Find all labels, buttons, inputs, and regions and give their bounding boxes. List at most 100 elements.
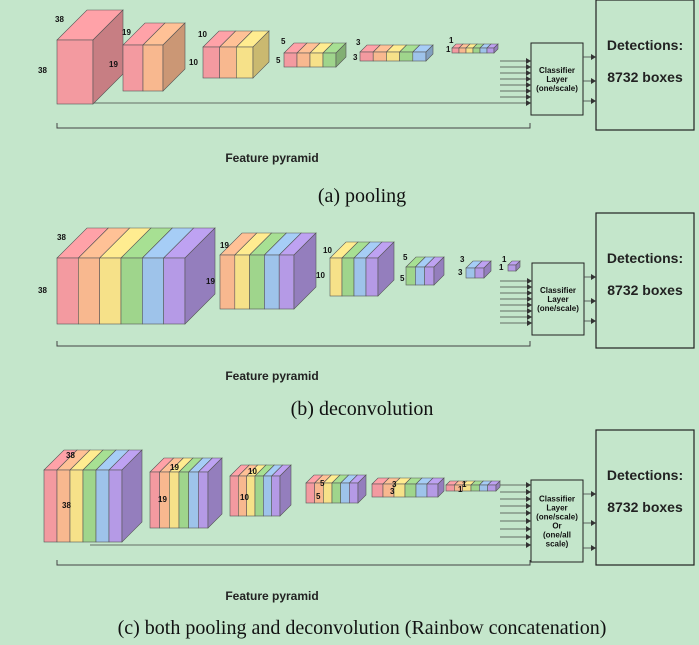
arrow-head: [526, 496, 531, 502]
block-slab-front: [283, 52, 298, 68]
arrow-head: [526, 76, 531, 82]
classifier-box: [531, 262, 585, 336]
feature-map-5: [283, 42, 347, 68]
size-label-top: 19: [170, 463, 179, 472]
block-slab-front: [465, 47, 474, 54]
feature-map-3: [371, 477, 445, 498]
feature-map-1: [507, 260, 521, 272]
block-slab-front: [108, 469, 123, 543]
block-slab-front: [353, 257, 367, 297]
arrow-head: [591, 298, 596, 304]
arrow-head: [526, 100, 531, 106]
size-label-side: 38: [62, 501, 71, 510]
block-side-face: [515, 260, 521, 272]
block-slab-front: [415, 266, 425, 286]
block-slab-front: [349, 482, 359, 504]
block-slab-front: [69, 469, 84, 543]
detections-count: 8732 boxes: [607, 282, 683, 298]
panel-caption: (b) deconvolution: [291, 398, 434, 420]
detections-box: [595, 0, 695, 131]
block-side-face: [121, 449, 143, 543]
classifier-label: (one/scale): [537, 304, 579, 313]
block-slab-front: [229, 475, 239, 517]
block-side-face: [493, 43, 499, 54]
classifier-label: (one/scale): [536, 513, 578, 522]
size-label-top: 5: [403, 253, 408, 262]
classifier-label: scale): [546, 540, 569, 549]
block-side-face: [279, 464, 292, 517]
size-label-top: 10: [248, 467, 257, 476]
block-slab-front: [236, 46, 254, 79]
size-label-side: 3: [353, 53, 358, 62]
size-label-side: 10: [316, 271, 325, 280]
block-slab-front: [120, 257, 143, 325]
arrow-head: [591, 318, 596, 324]
feature-map-38: [43, 449, 143, 543]
block-side-face: [425, 44, 434, 62]
arrow-head: [527, 308, 532, 314]
block-slab-front: [263, 475, 272, 517]
block-slab-front: [309, 52, 324, 68]
arrow-head: [526, 510, 531, 516]
classifier-label: Layer: [546, 75, 567, 84]
block-slab-front: [424, 266, 435, 286]
size-label-side: 5: [276, 56, 281, 65]
block-side-face: [207, 457, 223, 529]
block-slab-front: [178, 471, 189, 529]
pyramid-brace: [56, 123, 531, 129]
block-slab-front: [219, 254, 236, 310]
block-slab-front: [426, 483, 439, 498]
size-label-side: 3: [390, 487, 395, 496]
block-slab-front: [404, 483, 417, 498]
classifier-label: Classifier: [540, 286, 576, 295]
arrow-head: [527, 278, 532, 284]
size-label-top: 38: [57, 233, 66, 242]
arrow-head: [526, 526, 531, 532]
size-label-side: 38: [38, 66, 47, 75]
block-slab-front: [486, 47, 495, 54]
size-label-side: 19: [109, 60, 118, 69]
block-slab-front: [278, 254, 295, 310]
block-slab-front: [264, 254, 280, 310]
feature-map-19: [219, 232, 317, 310]
size-label-side: 10: [189, 58, 198, 67]
classifier-label: (one/scale): [536, 84, 578, 93]
block-slab-front: [474, 267, 485, 279]
block-slab-front: [331, 482, 341, 504]
block-slab-front: [142, 44, 164, 92]
detections-box: [595, 429, 695, 566]
block-side-face: [162, 22, 186, 92]
size-label-side: 5: [316, 492, 321, 501]
detections-count: 8732 boxes: [607, 69, 683, 85]
size-label-side: 38: [38, 286, 47, 295]
block-side-face: [252, 30, 270, 79]
block-slab-front: [371, 483, 384, 498]
size-label-side: 1: [458, 485, 463, 494]
arrow-head: [591, 545, 596, 551]
block-slab-front: [198, 471, 209, 529]
panel-caption: (a) pooling: [318, 185, 406, 207]
block-slab-front: [341, 257, 355, 297]
block-slab-front: [219, 46, 237, 79]
block-slab-front: [399, 51, 414, 62]
block-side-face: [437, 477, 445, 498]
size-label-top: 5: [281, 37, 286, 46]
size-label-top: 1: [449, 36, 454, 45]
arrow-head: [527, 314, 532, 320]
arrow-head: [526, 542, 531, 548]
classifier-label: Classifier: [539, 66, 575, 75]
detections-title: Detections:: [607, 467, 683, 483]
block-slab-front: [365, 257, 379, 297]
size-label-top: 38: [66, 451, 75, 460]
block-slab-front: [329, 257, 343, 297]
pyramid-brace: [56, 560, 531, 566]
size-label-side: 10: [240, 493, 249, 502]
size-label-side: 1: [499, 263, 504, 272]
arrow-head: [591, 520, 596, 526]
block-side-face: [483, 260, 492, 279]
block-slab-front: [202, 46, 220, 79]
block-slab-front: [412, 51, 427, 62]
size-label-top: 1: [462, 480, 467, 489]
arrow-head: [526, 503, 531, 509]
